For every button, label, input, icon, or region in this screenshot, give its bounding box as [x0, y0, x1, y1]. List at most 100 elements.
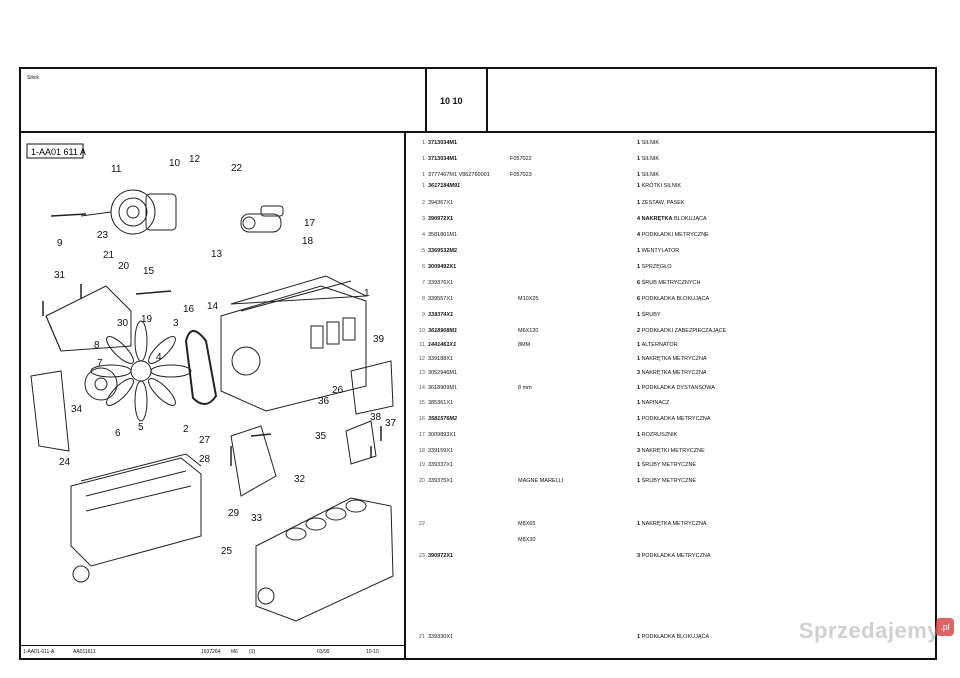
- part-spec: M10X25: [518, 296, 539, 302]
- callout-16: 16: [183, 304, 195, 315]
- row-number: 23: [418, 553, 425, 559]
- part-description: 1 WENTYLATOR: [637, 248, 680, 254]
- part-description: 1 SILNIK: [637, 172, 660, 178]
- part-number: 390972X1: [428, 216, 454, 222]
- row-number: 6: [421, 264, 425, 270]
- part-number: 339376X1: [428, 280, 454, 286]
- callout-10: 10: [169, 158, 181, 169]
- part-description: 1 NAKRĘTKA METRYCZNA: [637, 521, 707, 527]
- part-description: 1 PODKŁADKA METRYCZNA: [637, 416, 711, 422]
- cylinder-block-drawing: [255, 497, 394, 622]
- cylinder-head-block-drawing: [70, 453, 202, 583]
- diagram-svg: 1-AA01 611 A: [26, 143, 397, 622]
- row-number: 16: [418, 416, 425, 422]
- part-description: 6 ŚRUB METRYCZNYCH: [637, 280, 701, 286]
- callout-34: 34: [71, 404, 83, 415]
- part-number: 3777467M1 V862760001: [428, 172, 490, 178]
- part-note: F057023: [510, 172, 532, 178]
- part-description: 1 ZESTAW, PASEK: [637, 200, 685, 206]
- row-number: 8: [421, 296, 425, 302]
- callout-1: 1: [364, 288, 370, 299]
- engine-block-drawing: [220, 275, 368, 412]
- callout-24: 24: [59, 457, 71, 468]
- callout-15: 15: [143, 266, 155, 277]
- part-number: 3581576M2: [428, 416, 458, 422]
- part-spec: 8 mm: [518, 385, 532, 391]
- row-number: 12: [418, 356, 425, 362]
- part-description: 1 SPRZĘGŁO: [637, 264, 672, 270]
- callout-23: 23: [97, 230, 109, 241]
- part-description: 1 ROZRUSZNIK: [637, 432, 678, 438]
- callout-36: 36: [318, 396, 330, 407]
- part-number: 3369532M2: [428, 248, 458, 254]
- callout-18: 18: [302, 236, 314, 247]
- callout-9: 9: [57, 238, 63, 249]
- footer-num: 1637264: [201, 649, 221, 655]
- callout-30: 30: [117, 318, 129, 329]
- part-number: 3617184M91: [428, 183, 461, 189]
- callout-32: 32: [294, 474, 306, 485]
- part-number: 339337X1: [428, 462, 454, 468]
- part-description: 1 NAPINACZ: [637, 400, 670, 406]
- row-number: 21: [418, 634, 425, 640]
- page-frame: [19, 67, 937, 660]
- engine-exploded-diagram: 1-AA01 611 A: [21, 136, 406, 636]
- parts-row: 22 M8X65 1 NAKRĘTKA METRYCZNA: [406, 521, 936, 531]
- footer-paren: (1): [249, 649, 256, 655]
- callout-17: 17: [304, 218, 316, 229]
- footer-m: M6: [231, 649, 238, 655]
- row-number: 1: [421, 156, 425, 162]
- part-description: 1 KRÓTKI SILNIK: [637, 183, 682, 189]
- watermark-text: Sprzedajemy: [798, 618, 940, 643]
- part-spec: M8X65: [518, 521, 536, 527]
- row-number: 17: [418, 432, 425, 438]
- row-number: 10: [418, 328, 425, 334]
- part-spec: M8X30: [518, 537, 536, 543]
- shield-drawing: [30, 370, 70, 452]
- part-number: 3713034M1: [428, 156, 458, 162]
- header-split-right: [486, 67, 488, 133]
- footer-date: 03/99: [317, 649, 330, 655]
- part-description: 1 ŚRUBY METRYCZNE: [637, 478, 697, 484]
- callout-14: 14: [207, 301, 219, 312]
- part-description: 3 PODKŁADKA METRYCZNA: [637, 553, 711, 559]
- plate-drawing: [350, 360, 394, 415]
- part-description: 2 PODKŁADKI ZABEZPIECZAJĄCE: [637, 328, 727, 334]
- part-number: 3618909M1: [428, 385, 458, 391]
- header-split-left: [425, 67, 427, 133]
- callout-21: 21: [103, 250, 115, 261]
- starter-drawing: [240, 205, 284, 233]
- plate-35-drawing: [345, 420, 377, 465]
- footer-doc: AA011611: [73, 649, 96, 655]
- part-number: 339159X1: [428, 448, 454, 454]
- row-number: 19: [418, 462, 425, 468]
- callout-5: 5: [138, 422, 144, 433]
- callout-6: 6: [115, 428, 121, 439]
- fan-drawing: [90, 320, 192, 422]
- part-description: 3 NAKRĘTKI METRYCZNE: [637, 448, 705, 454]
- row-number: 11: [419, 342, 425, 348]
- callout-39: 39: [373, 334, 385, 345]
- part-number: 339557X1: [428, 296, 454, 302]
- row-number: 5: [421, 248, 425, 254]
- part-number: 1441461X1: [428, 342, 457, 348]
- part-number: 3581801M1: [428, 232, 458, 238]
- callout-25: 25: [221, 546, 233, 557]
- part-number: 339374X1: [428, 312, 454, 318]
- row-number: 22: [418, 521, 425, 527]
- part-number: 339188X1: [428, 356, 454, 362]
- part-number: 390972X1: [428, 553, 454, 559]
- row-number: 1: [421, 183, 425, 189]
- row-number: 7: [421, 280, 425, 286]
